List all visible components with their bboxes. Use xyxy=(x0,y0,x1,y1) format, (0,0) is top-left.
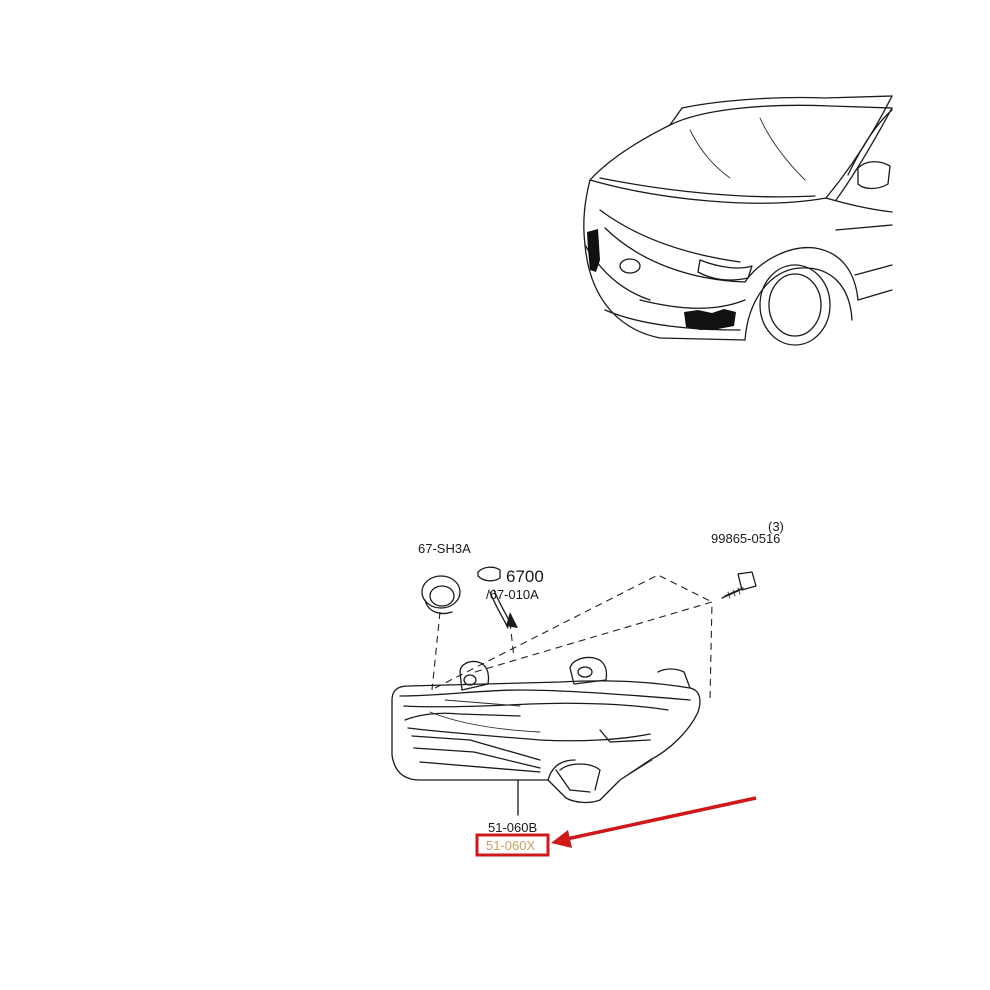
projection-line xyxy=(474,601,713,701)
fog-lamp-housing xyxy=(391,656,701,804)
highlight-box xyxy=(475,833,550,857)
connector-part xyxy=(477,566,518,629)
highlight-arrow-shaft xyxy=(561,796,757,842)
bolt-number-label: 99865-0516 xyxy=(711,531,780,546)
car-overview-illustration xyxy=(583,95,893,346)
fog-lamp-exploded-view xyxy=(391,566,757,816)
projection-line xyxy=(434,574,713,689)
highlight-arrow-head xyxy=(551,830,572,848)
highlight-callout: 51-060X xyxy=(475,796,757,857)
fog-lamp-marker-right xyxy=(684,309,736,330)
fog-lamp-marker-left xyxy=(587,229,600,272)
highlighted-number-label: 51-060X xyxy=(486,838,535,853)
mount-plug-label: 67-SH3A xyxy=(418,541,471,556)
connector-sub-label: /67-010A xyxy=(486,587,539,602)
projection-line xyxy=(509,621,515,659)
projection-line xyxy=(431,611,441,691)
grommet-part xyxy=(421,575,461,615)
connector-number-label: 6700 xyxy=(506,567,544,586)
lamp-number-label: 51-060B xyxy=(488,820,537,835)
bolt-part xyxy=(721,571,757,599)
bolt-qty-label: (3) xyxy=(768,519,784,534)
